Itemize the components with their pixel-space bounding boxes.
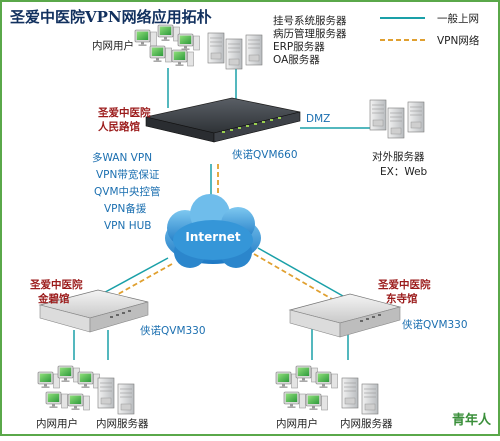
external-server-example: EX：Web: [380, 166, 428, 178]
hq-router: [145, 97, 301, 143]
legend: 一般上网 VPN网络: [380, 12, 480, 47]
left-branch-device: 侠诺QVM330: [140, 324, 206, 337]
left-branch-router: [38, 289, 149, 333]
left-branch-name-line1: 圣爱中医院: [29, 278, 83, 291]
hq-server-1: 挂号系统服务器: [273, 14, 347, 27]
internet-label: Internet: [185, 230, 240, 244]
left-lan-users-label: 内网用户: [36, 417, 78, 430]
right-branch-router: [288, 293, 402, 338]
link-left-internet: [97, 257, 169, 297]
hq-device-label: 侠诺QVM660: [232, 148, 298, 161]
hq-server-3: ERP服务器: [273, 40, 325, 53]
feature-5: VPN HUB: [104, 220, 152, 232]
hq-lan-users-label: 内网用户: [92, 39, 134, 52]
dmz-label: DMZ: [306, 113, 330, 125]
hq-name-line2: 人民路馆: [98, 120, 140, 133]
right-branch-name-line1: 圣爱中医院: [377, 278, 431, 291]
normal-links: [73, 68, 370, 360]
hq-name-line1: 圣爱中医院: [97, 106, 151, 119]
right-servers-label: 内网服务器: [340, 417, 393, 430]
hq-server-2: 病历管理服务器: [273, 27, 347, 40]
legend-normal-label: 一般上网: [437, 12, 479, 25]
right-lan-users-label: 内网用户: [276, 417, 318, 430]
feature-2: VPN带宽保证: [96, 168, 160, 181]
hq-server-4: OA服务器: [273, 53, 320, 66]
link-right-internet: [257, 247, 351, 301]
right-branch-device: 侠诺QVM330: [402, 318, 468, 331]
external-server-label: 对外服务器: [372, 150, 425, 163]
vpn-right-internet: [253, 253, 345, 307]
right-branch-name-line2: 东寺馆: [386, 292, 418, 305]
diagram-title: 圣爱中医院VPN网络应用拓朴: [9, 8, 212, 26]
legend-vpn-label: VPN网络: [437, 34, 480, 47]
watermark-text: 青年人: [452, 412, 492, 428]
feature-3: QVM中央控管: [94, 185, 161, 198]
internet-cloud: [165, 194, 261, 268]
feature-1: 多WAN VPN: [92, 151, 152, 164]
left-branch-name-line2: 金碧馆: [37, 292, 70, 305]
feature-4: VPN备援: [104, 202, 147, 215]
left-servers-label: 内网服务器: [96, 417, 149, 430]
